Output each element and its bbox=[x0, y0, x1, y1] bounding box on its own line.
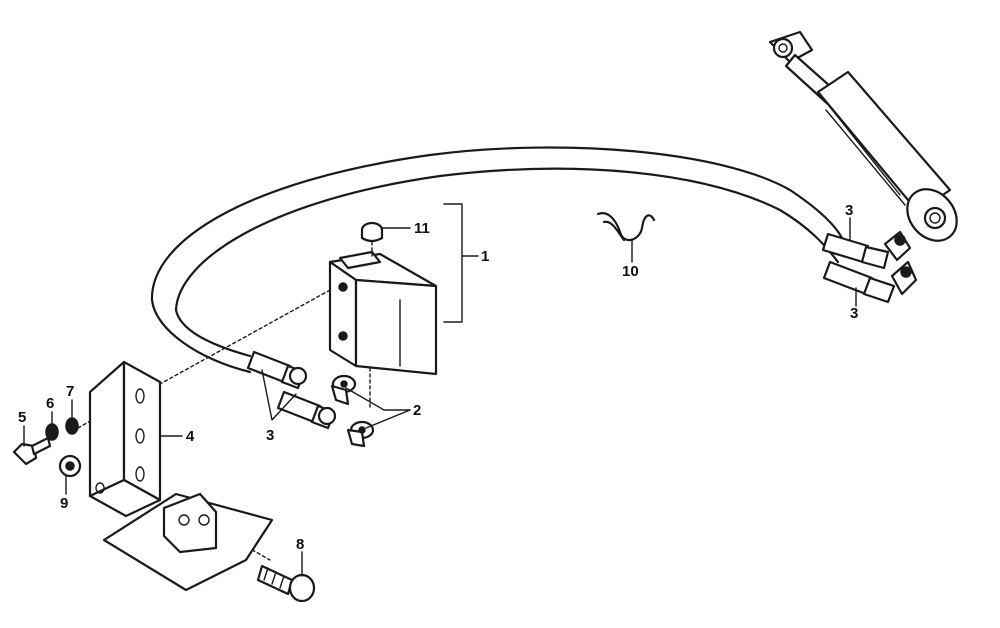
breather-cap bbox=[360, 221, 384, 243]
callout-9: 9 bbox=[60, 495, 68, 512]
hydraulic-cylinder bbox=[768, 30, 958, 242]
bolt-8 bbox=[256, 564, 316, 603]
callout-leaders bbox=[23, 203, 857, 577]
nut-9 bbox=[58, 454, 82, 478]
frame-base-plate bbox=[102, 492, 274, 592]
callout-8: 8 bbox=[296, 536, 304, 553]
bolt-5 bbox=[12, 436, 52, 466]
hose-fitting-left-top bbox=[246, 350, 308, 390]
callout-3-left: 3 bbox=[266, 427, 274, 444]
callout-6: 6 bbox=[46, 395, 54, 412]
hose-fitting-right-top bbox=[821, 230, 912, 270]
hose-fitting-left-bottom bbox=[276, 390, 337, 430]
callout-10: 10 bbox=[622, 263, 639, 280]
callout-7: 7 bbox=[66, 383, 74, 400]
hose-clip-10 bbox=[596, 212, 656, 242]
callout-4: 4 bbox=[186, 428, 195, 445]
callout-5: 5 bbox=[18, 409, 26, 426]
callout-1: 1 bbox=[481, 248, 489, 265]
hose-fitting-right-bottom bbox=[822, 260, 918, 304]
hydraulic-hose bbox=[150, 146, 844, 374]
mounting-bracket bbox=[88, 360, 162, 518]
callout-3-right-bottom: 3 bbox=[850, 305, 858, 322]
callout-2: 2 bbox=[413, 402, 421, 419]
elbow-fitting-bottom bbox=[346, 420, 375, 448]
callout-11: 11 bbox=[414, 220, 430, 237]
valve-block bbox=[328, 250, 438, 376]
callout-labels: 1 2 3 3 3 4 5 6 7 8 9 10 11 bbox=[18, 202, 858, 553]
callout-3-right-top: 3 bbox=[845, 202, 853, 219]
elbow-fitting-top bbox=[330, 374, 357, 406]
